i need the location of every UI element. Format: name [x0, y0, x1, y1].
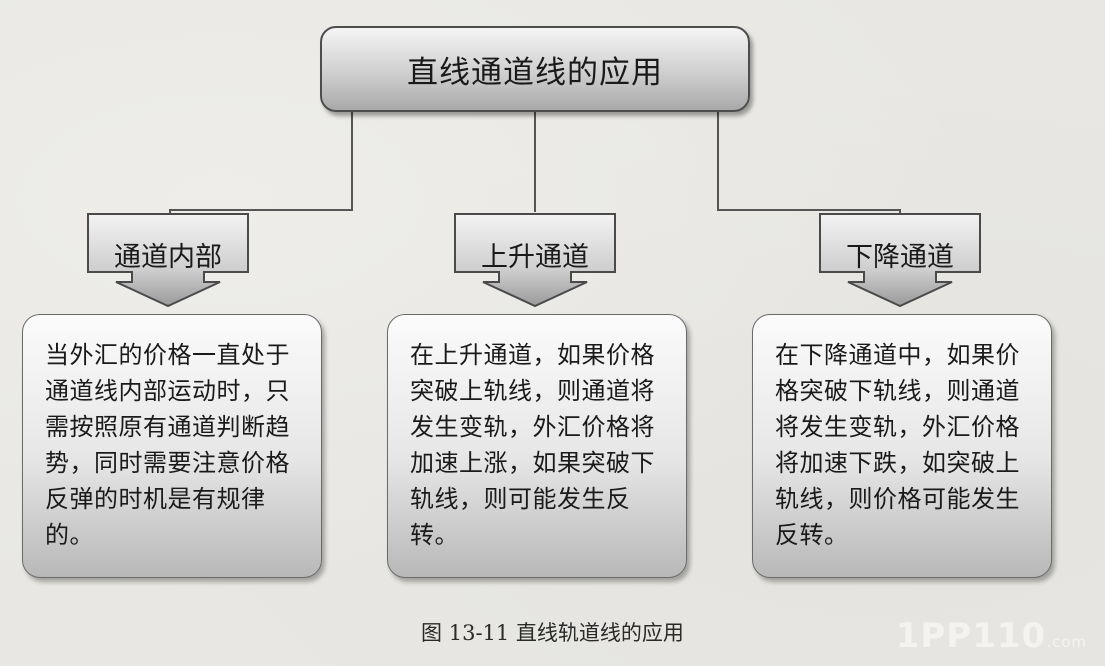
branch-label: 下降通道 — [846, 241, 954, 273]
content-text: 在上升通道，如果价格突破上轨线，则通道将发生变轨，外汇价格将加速上涨，如果突破下… — [410, 341, 655, 549]
branch-arrow-uptrend: 上升通道 — [435, 212, 635, 308]
branch-arrow-channel-inside: 通道内部 — [68, 212, 268, 308]
content-box-channel-inside: 当外汇的价格一直处于通道线内部运动时，只需按照原有通道判断趋势，同时需要注意价格… — [22, 314, 322, 578]
watermark-suffix: .com — [1046, 633, 1087, 651]
branch-arrow-downtrend: 下降通道 — [800, 212, 1000, 308]
content-text: 当外汇的价格一直处于通道线内部运动时，只需按照原有通道判断趋势，同时需要注意价格… — [45, 341, 290, 549]
title-box: 直线通道线的应用 — [320, 26, 750, 112]
content-text: 在下降通道中，如果价格突破下轨线，则通道将发生变轨，外汇价格将加速下跌，如突破上… — [775, 341, 1020, 549]
content-box-downtrend: 在下降通道中，如果价格突破下轨线，则通道将发生变轨，外汇价格将加速下跌，如突破上… — [752, 314, 1052, 578]
connector-left — [169, 112, 353, 214]
watermark: 1PP110.com — [896, 616, 1087, 656]
down-arrow-icon — [87, 213, 249, 308]
down-arrow-icon — [819, 213, 981, 308]
watermark-main: 1PP110 — [895, 616, 1047, 656]
branch-label: 上升通道 — [481, 241, 589, 273]
diagram-title: 直线通道线的应用 — [407, 54, 663, 91]
figure-caption: 图 13-11 直线轨道线的应用 — [421, 621, 684, 645]
branch-label: 通道内部 — [114, 241, 222, 273]
content-box-uptrend: 在上升通道，如果价格突破上轨线，则通道将发生变轨，外汇价格将加速上涨，如果突破下… — [387, 314, 687, 578]
connector-right — [717, 112, 901, 214]
down-arrow-icon — [454, 213, 616, 308]
